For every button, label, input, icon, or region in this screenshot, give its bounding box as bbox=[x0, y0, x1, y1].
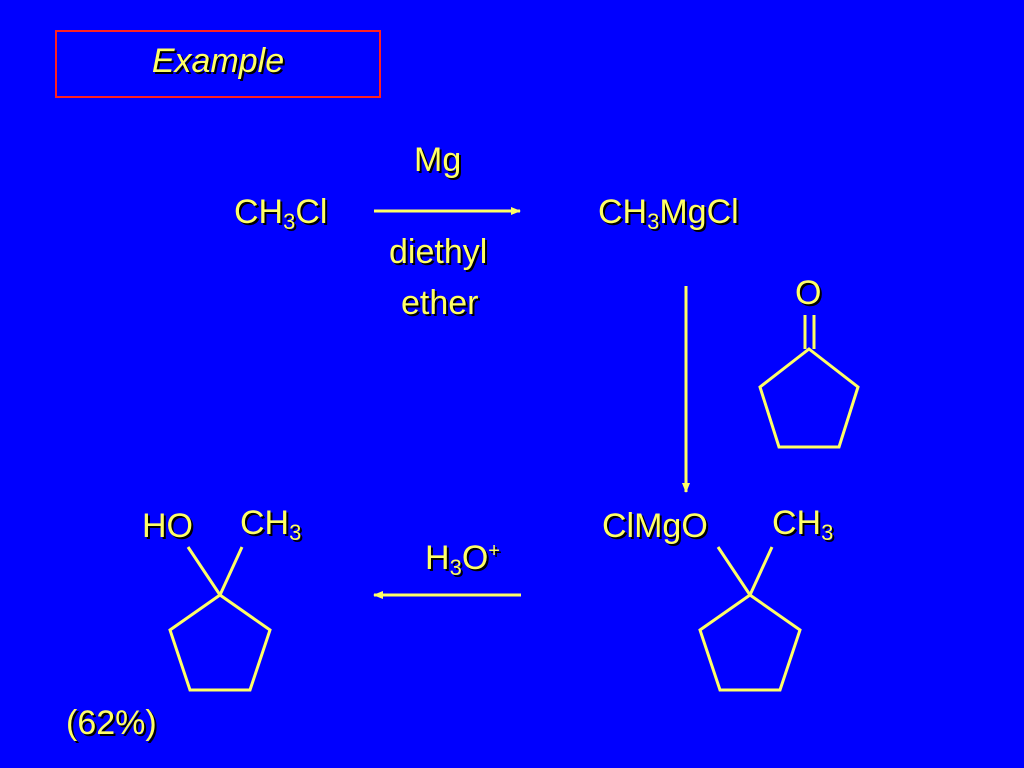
ketone-oxygen: O bbox=[795, 274, 822, 312]
title-box: Example bbox=[55, 30, 381, 98]
product-ring bbox=[168, 593, 272, 692]
product-methyl: CH3 bbox=[240, 504, 302, 545]
intermediate-bond-o bbox=[716, 546, 752, 596]
reagent-mg: Mg bbox=[414, 141, 462, 179]
cyclopentanone-ring bbox=[758, 347, 860, 449]
grignard-product: CH3MgCl bbox=[598, 193, 739, 234]
hydronium-reagent: H3O+ bbox=[425, 539, 500, 580]
product-bond-oh bbox=[186, 546, 222, 596]
reagent-solvent-line1: diethyl bbox=[389, 233, 488, 271]
yield-label: (62%) bbox=[66, 704, 157, 742]
alkoxide-group: ClMgO bbox=[602, 507, 708, 545]
slide-title: Example bbox=[151, 42, 285, 80]
intermediate-ring bbox=[698, 593, 802, 692]
intermediate-methyl: CH3 bbox=[772, 504, 834, 545]
reagent-solvent-line2: ether bbox=[401, 284, 479, 322]
reactant-formula: CH3Cl bbox=[234, 193, 328, 234]
product-bond-ch3 bbox=[218, 546, 244, 596]
hydroxyl-group: HO bbox=[142, 507, 193, 545]
intermediate-bond-ch3 bbox=[748, 546, 774, 596]
